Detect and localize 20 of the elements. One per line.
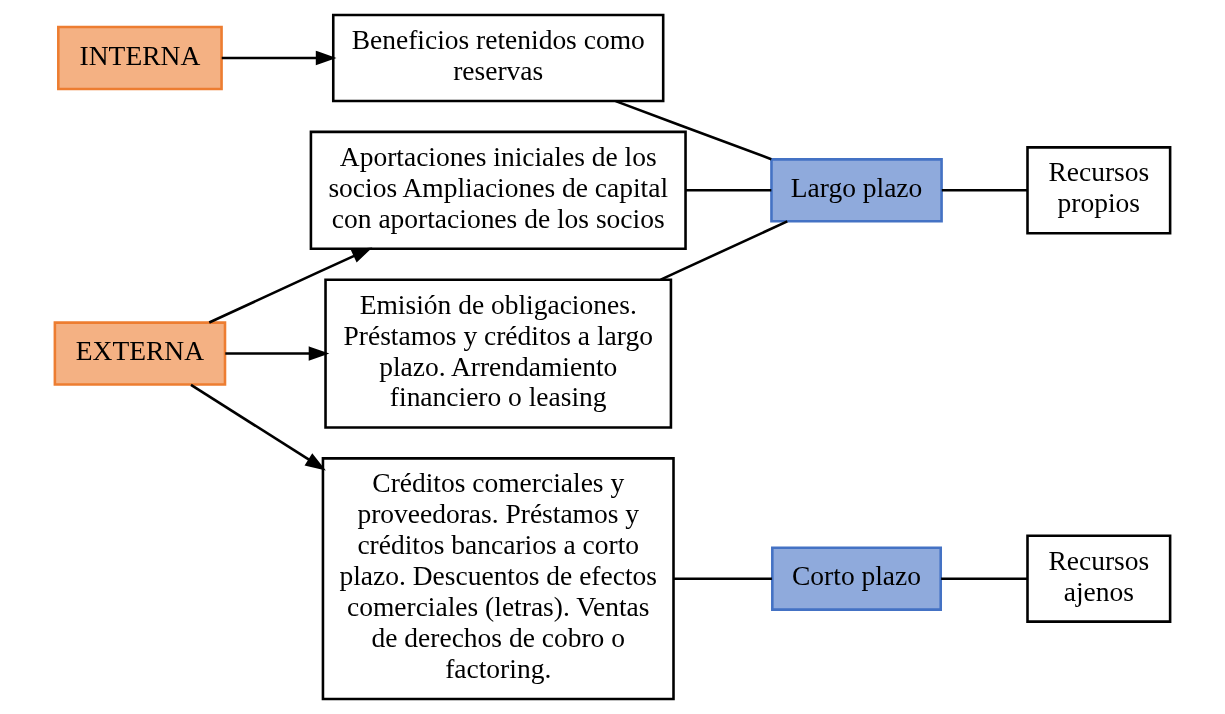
node-box: Aportaciones iniciales de los socios Ampliaciones de capital con aportaciones de los socios	[309, 130, 687, 251]
node-box: INTERNA	[57, 25, 223, 91]
connector	[615, 99, 772, 161]
node-box: Largo plazo	[770, 158, 943, 223]
connector	[685, 189, 772, 192]
connector	[941, 189, 1028, 192]
arrow	[190, 383, 326, 471]
node-box: Corto plazo	[771, 546, 942, 611]
arrow	[225, 346, 330, 361]
node-box: Recursos ajenos	[1026, 534, 1172, 623]
arrow	[221, 50, 337, 66]
node-box: Beneficios retenidos como reservas	[331, 13, 665, 103]
node-box: Créditos comerciales y proveedoras. Préstamos y créditos bancarios a corto plazo. Descuentos de efectos comerciales (letras). Ventas de derechos de cobro o factoring.	[321, 457, 675, 701]
connector	[660, 220, 788, 281]
node-box: EXTERNA	[53, 321, 227, 386]
connector	[941, 577, 1028, 580]
node-box: Recursos propios	[1026, 146, 1172, 235]
node-box: Emisión de obligaciones. Préstamos y créditos a largo plazo. Arrendamiento financiero o leasing	[324, 278, 673, 429]
arrow	[208, 247, 373, 324]
connector	[673, 577, 772, 580]
